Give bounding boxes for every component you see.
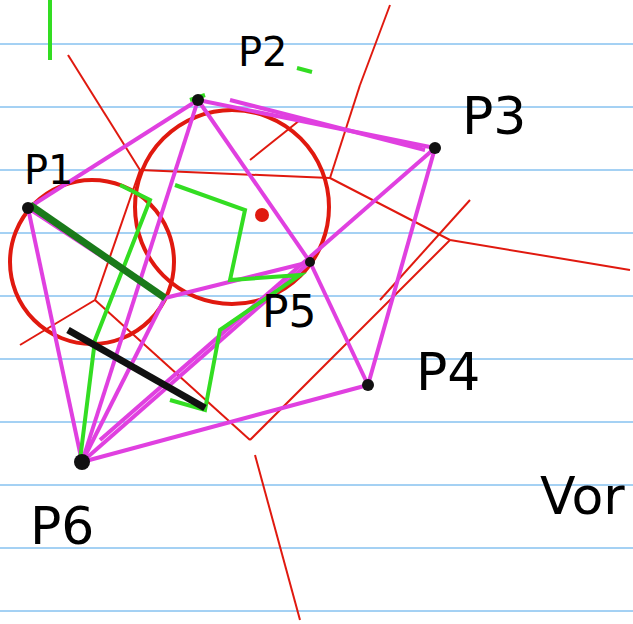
bold-edges <box>30 205 205 408</box>
site-points <box>22 94 441 470</box>
point-label: P2 <box>238 32 288 72</box>
empty-circles <box>10 110 329 344</box>
voronoi-edges <box>20 5 630 620</box>
point-label: P3 <box>462 90 526 142</box>
point-label: P6 <box>30 500 94 552</box>
point-label: Vor <box>540 470 625 522</box>
delaunay-edges <box>28 100 435 462</box>
green-cells <box>50 0 312 460</box>
point-label: P4 <box>416 346 480 398</box>
paper-lines <box>0 44 633 611</box>
point-label: P5 <box>262 290 317 334</box>
point-label: P1 <box>24 150 74 190</box>
